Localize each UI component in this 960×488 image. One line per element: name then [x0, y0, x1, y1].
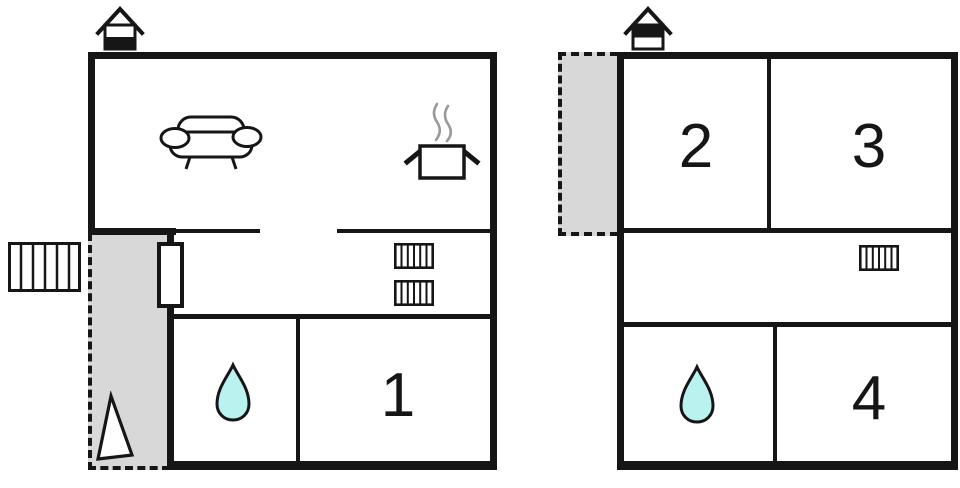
steam-icon: [443, 104, 453, 143]
radiator-icon: [393, 279, 435, 306]
upper-hall-bottom-wall: [624, 322, 951, 327]
direction-triangle-icon: [95, 390, 135, 461]
hallway-bottom-wall: [170, 314, 490, 319]
room2-room3-divider: [767, 59, 771, 228]
sofa-icon: [159, 115, 263, 170]
exterior-wall-right: [951, 52, 958, 470]
porch-top-wall: [88, 228, 176, 235]
upper-hall-top-wall: [624, 228, 951, 233]
living-room-wall-a: [174, 229, 260, 233]
exterior-wall-top: [88, 52, 497, 59]
cooking-pot-icon: [403, 102, 481, 180]
exterior-wall-top: [617, 52, 958, 59]
inner-wall-vertical-left: [167, 230, 174, 463]
chimney-icon: [95, 6, 145, 51]
water-drop-icon: [679, 363, 715, 424]
radiator-icon: [858, 244, 900, 271]
chimney-icon: [623, 6, 673, 51]
upper-terrace-area: [558, 52, 618, 236]
room-4-label: 4: [851, 364, 887, 433]
radiator-icon: [393, 242, 435, 269]
steam-icon: [432, 102, 442, 142]
living-room-wall-b: [337, 229, 490, 233]
room-1-label: 1: [380, 361, 416, 430]
outdoor-stairs-icon: [8, 242, 81, 292]
room-3-label: 3: [851, 112, 887, 181]
exterior-wall-left: [88, 52, 95, 235]
exterior-wall-bottom: [617, 461, 958, 470]
exterior-wall-right: [490, 52, 497, 470]
room1-divider-wall: [296, 317, 300, 463]
exterior-wall-left: [617, 52, 624, 470]
exterior-wall-bottom: [167, 461, 497, 470]
entrance-door-icon: [157, 242, 184, 308]
room-2-label: 2: [678, 112, 714, 181]
room4-divider-wall: [773, 327, 777, 463]
porch-terrace-area: [88, 233, 170, 470]
water-drop-icon: [215, 361, 251, 422]
